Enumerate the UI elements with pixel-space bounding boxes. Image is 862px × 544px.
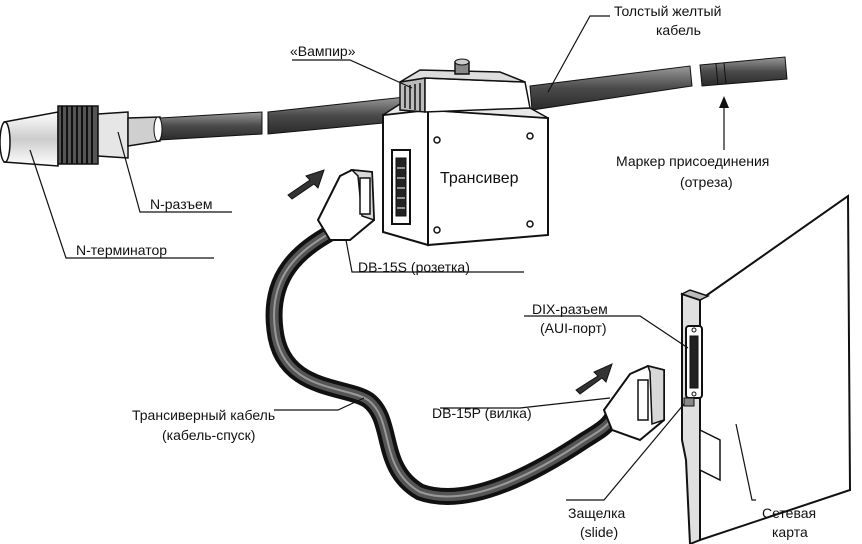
- label-nic-line1: Сетевая: [762, 505, 816, 521]
- label-db15s: DB-15S (розетка): [358, 259, 470, 275]
- n-terminator: [0, 111, 59, 167]
- arrow-to-transceiver-icon: [287, 169, 325, 200]
- label-vampire: «Вампир»: [290, 43, 356, 59]
- label-latch-line2: (slide): [580, 524, 618, 540]
- dix-aui-port: [685, 325, 703, 399]
- label-dix-line2: (AUI-порт): [540, 320, 607, 336]
- thick-cable-right: [529, 65, 693, 111]
- n-connector: [57, 105, 163, 165]
- label-nic-line2: карта: [772, 524, 808, 540]
- cable-cut-marker: [699, 56, 788, 87]
- label-marker-line1: Маркер присоединения: [616, 153, 769, 169]
- label-transceiver-cable-line2: (кабель-спуск): [162, 427, 255, 443]
- label-latch-line1: Защелка: [568, 505, 626, 521]
- label-thick-cable-line2: кабель: [656, 22, 701, 38]
- label-dix-line1: DIX-разъем: [532, 301, 608, 317]
- thick-cable-left: [159, 111, 263, 141]
- leader-lines: [29, 15, 756, 501]
- transceiver-cable: [265, 223, 621, 505]
- db15p-connector: [602, 364, 665, 442]
- label-thick-cable-line1: Толстый желтый: [614, 3, 721, 19]
- slide-latch: [683, 397, 695, 407]
- label-transceiver: Трансивер: [440, 170, 519, 187]
- labels: Толстый желтый кабель «Вампир» Трансивер…: [76, 3, 816, 540]
- label-db15p: DB-15P (вилка): [432, 405, 532, 421]
- network-card: [680, 194, 852, 544]
- vampire-clamp: [399, 58, 531, 113]
- db15s-connector: [316, 168, 376, 241]
- label-marker-line2: (отреза): [680, 174, 733, 190]
- label-transceiver-cable-line1: Трансиверный кабель: [132, 407, 275, 423]
- label-n-terminator: N-терминатор: [76, 242, 167, 258]
- arrow-to-nic-icon: [575, 363, 613, 395]
- transceiver-box: [382, 103, 549, 247]
- label-n-connector: N-разъем: [150, 196, 212, 212]
